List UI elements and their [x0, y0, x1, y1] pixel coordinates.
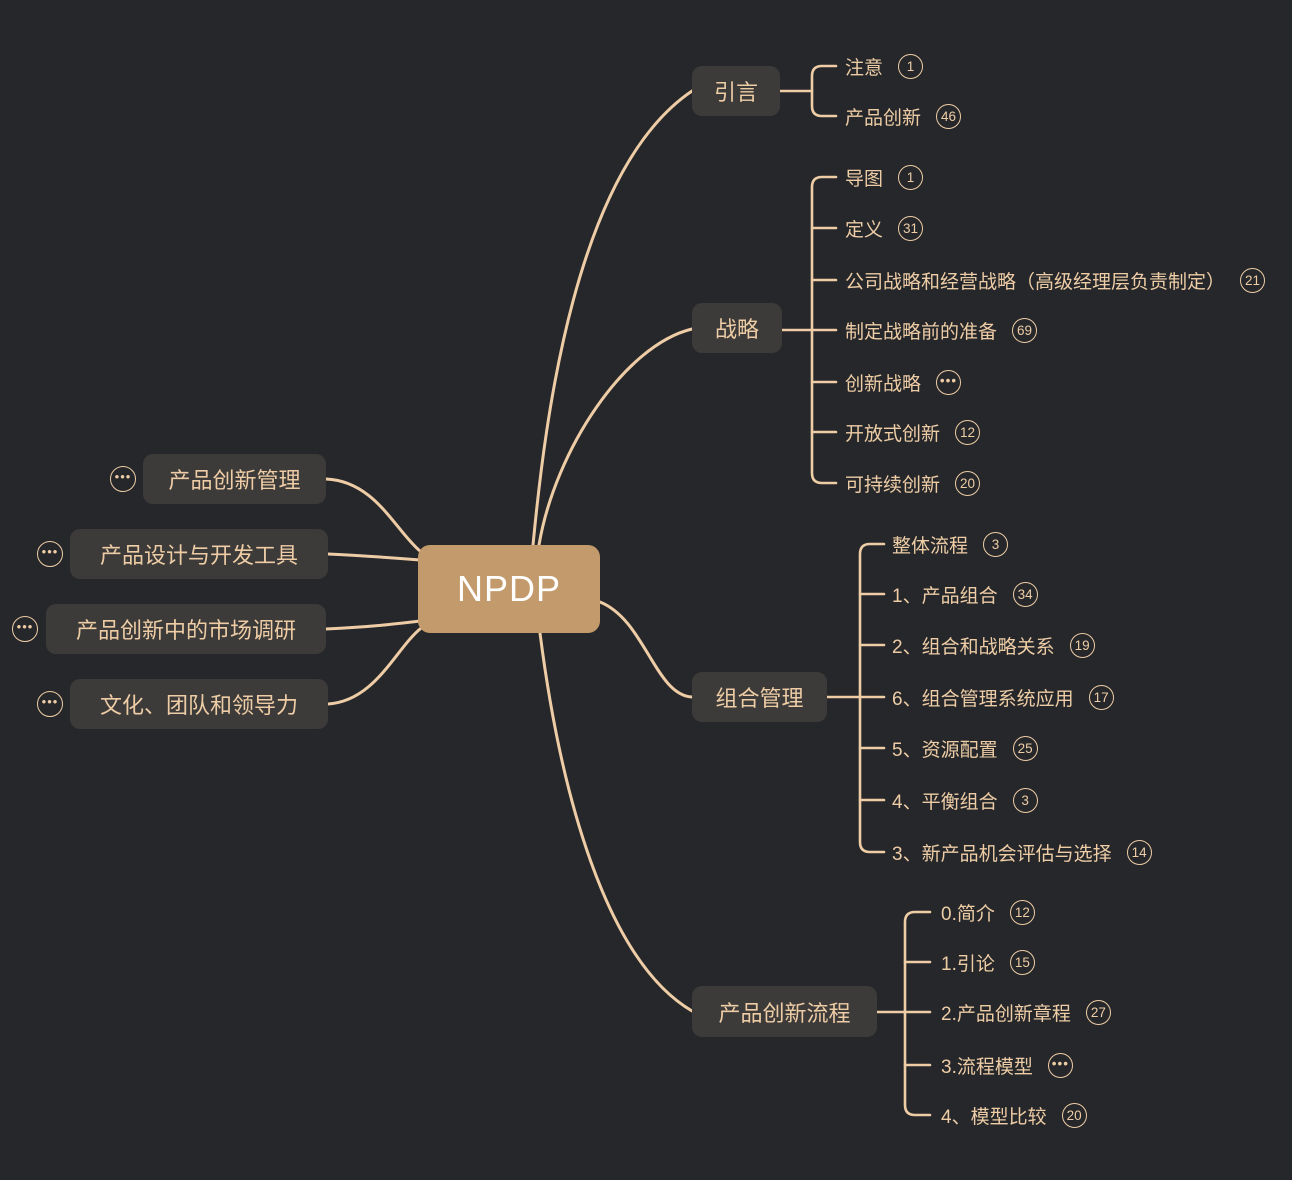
- count-badge[interactable]: 34: [1012, 581, 1038, 607]
- collapse-badge[interactable]: •••: [12, 616, 38, 642]
- count-badge[interactable]: 3: [983, 531, 1009, 557]
- subtopic[interactable]: 注意 1: [845, 51, 924, 81]
- subtopic[interactable]: 3.流程模型 •••: [941, 1050, 1073, 1080]
- curve-root-to-strategy: [537, 327, 694, 547]
- subtopic-label: 3、新产品机会评估与选择: [892, 843, 1112, 865]
- curve-root-to-left-4: [326, 627, 422, 706]
- count-badge[interactable]: 69: [1012, 317, 1038, 343]
- count-badge[interactable]: 19: [1069, 632, 1095, 658]
- subtopic-label: 创新战略: [845, 373, 922, 395]
- count-badge[interactable]: 1: [898, 164, 924, 190]
- subtopic-label: 注意: [845, 57, 884, 79]
- subtopic[interactable]: 0.简介 12: [941, 897, 1035, 927]
- subtopic[interactable]: 4、模型比较 20: [941, 1100, 1087, 1130]
- curve-root-to-intro: [531, 89, 694, 547]
- count-badge[interactable]: 12: [1009, 899, 1035, 925]
- bracket-intro-trunk: [810, 64, 838, 118]
- subtopic-label: 定义: [845, 219, 884, 241]
- count-badge[interactable]: 3: [1012, 787, 1038, 813]
- subtopic[interactable]: 产品创新 46: [845, 101, 962, 131]
- collapse-badge[interactable]: •••: [37, 541, 63, 567]
- subtopic[interactable]: 可持续创新 20: [845, 468, 981, 498]
- subtopic[interactable]: 2.产品创新章程 27: [941, 997, 1111, 1027]
- subtopic[interactable]: 6、组合管理系统应用 17: [892, 682, 1114, 712]
- count-badge[interactable]: 46: [936, 103, 962, 129]
- count-badge[interactable]: 31: [898, 215, 924, 241]
- subtopic-label: 3.流程模型: [941, 1056, 1033, 1078]
- collapse-badge[interactable]: •••: [1047, 1052, 1073, 1078]
- collapse-badge[interactable]: •••: [37, 691, 63, 717]
- branch-product-innovation-process[interactable]: 产品创新流程: [692, 986, 877, 1037]
- count-badge[interactable]: 25: [1012, 735, 1038, 761]
- subtopic-label: 1、产品组合: [892, 585, 998, 607]
- count-badge[interactable]: 20: [1061, 1102, 1087, 1128]
- subtopic-label: 整体流程: [892, 535, 969, 557]
- collapse-badge[interactable]: •••: [110, 466, 136, 492]
- topic-market-research[interactable]: 产品创新中的市场调研: [46, 604, 326, 654]
- count-badge[interactable]: 17: [1088, 684, 1114, 710]
- count-badge[interactable]: 14: [1126, 839, 1152, 865]
- subtopic[interactable]: 4、平衡组合 3: [892, 785, 1038, 815]
- curve-root-to-left-1: [324, 477, 422, 553]
- subtopic-label: 4、模型比较: [941, 1106, 1047, 1128]
- branch-strategy[interactable]: 战略: [692, 303, 782, 353]
- subtopic[interactable]: 整体流程 3: [892, 529, 1009, 559]
- subtopic[interactable]: 创新战略 •••: [845, 367, 962, 397]
- curve-root-to-left-3: [324, 619, 422, 631]
- subtopic-label: 产品创新: [845, 107, 922, 129]
- curve-root-to-left-2: [326, 552, 422, 562]
- subtopic-label: 2、组合和战略关系: [892, 636, 1055, 658]
- count-badge[interactable]: 1: [898, 53, 924, 79]
- bracket-strategy-trunk: [810, 175, 838, 485]
- subtopic-label: 可持续创新: [845, 474, 941, 496]
- subtopic[interactable]: 1.引论 15: [941, 947, 1035, 977]
- curve-root-to-process: [538, 631, 694, 1013]
- count-badge[interactable]: 15: [1009, 949, 1035, 975]
- collapse-badge[interactable]: •••: [936, 369, 962, 395]
- subtopic-label: 6、组合管理系统应用: [892, 688, 1074, 710]
- subtopic-label: 1.引论: [941, 953, 995, 975]
- subtopic-label: 2.产品创新章程: [941, 1003, 1071, 1025]
- branch-portfolio-management[interactable]: 组合管理: [692, 672, 827, 722]
- subtopic[interactable]: 导图 1: [845, 162, 924, 192]
- subtopic-label: 0.简介: [941, 903, 995, 925]
- bracket-process-trunk: [903, 910, 932, 1117]
- subtopic[interactable]: 定义 31: [845, 213, 924, 243]
- subtopic[interactable]: 开放式创新 12: [845, 417, 981, 447]
- count-badge[interactable]: 20: [955, 470, 981, 496]
- subtopic[interactable]: 2、组合和战略关系 19: [892, 630, 1095, 660]
- count-badge[interactable]: 12: [955, 419, 981, 445]
- branch-intro[interactable]: 引言: [692, 66, 780, 116]
- subtopic[interactable]: 公司战略和经营战略（高级经理层负责制定） 21: [845, 265, 1266, 295]
- subtopic-label: 5、资源配置: [892, 739, 998, 761]
- curve-root-to-portfolio: [598, 600, 694, 699]
- subtopic[interactable]: 3、新产品机会评估与选择 14: [892, 837, 1152, 867]
- subtopic[interactable]: 1、产品组合 34: [892, 579, 1038, 609]
- subtopic-label: 4、平衡组合: [892, 791, 998, 813]
- subtopic-label: 开放式创新: [845, 423, 941, 445]
- subtopic-label: 制定战略前的准备: [845, 321, 998, 343]
- bracket-portfolio-trunk: [858, 542, 886, 854]
- subtopic-label: 公司战略和经营战略（高级经理层负责制定）: [845, 271, 1226, 293]
- subtopic[interactable]: 5、资源配置 25: [892, 733, 1038, 763]
- topic-product-innovation-management[interactable]: 产品创新管理: [143, 454, 326, 504]
- subtopic-label: 导图: [845, 168, 884, 190]
- count-badge[interactable]: 27: [1085, 999, 1111, 1025]
- subtopic[interactable]: 制定战略前的准备 69: [845, 315, 1038, 345]
- count-badge[interactable]: 21: [1240, 267, 1266, 293]
- topic-product-design-dev-tools[interactable]: 产品设计与开发工具: [70, 529, 328, 579]
- topic-culture-team-leadership[interactable]: 文化、团队和领导力: [70, 679, 328, 729]
- root-topic[interactable]: NPDP: [418, 545, 600, 633]
